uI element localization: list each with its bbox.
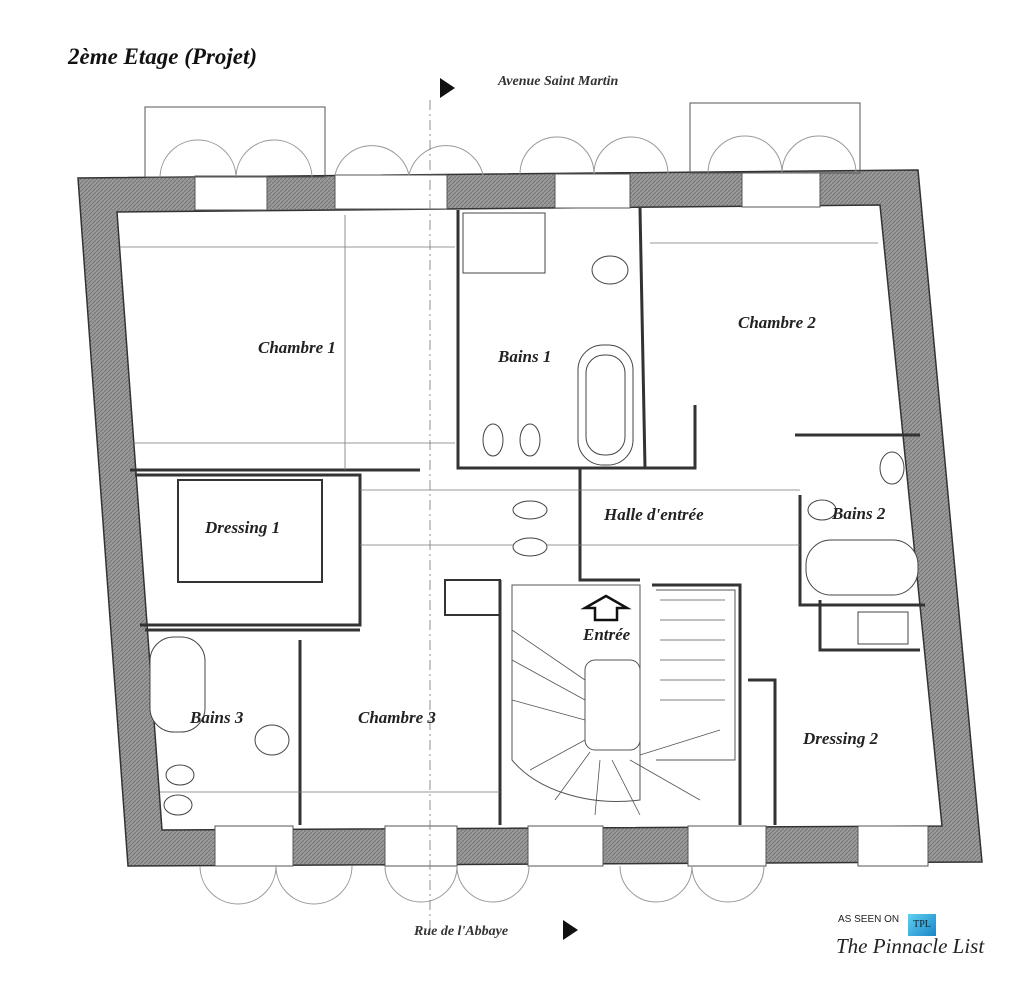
room-label-bains-1: Bains 1 <box>498 347 552 366</box>
as-seen-on-text: AS SEEN ON <box>838 914 900 925</box>
staircase <box>511 584 736 816</box>
dimension-lines <box>120 100 878 930</box>
street-label-bottom: Rue de l'Abbaye <box>414 924 509 939</box>
windows-top <box>194 172 821 211</box>
tpl-logo: TPL <box>908 914 936 936</box>
room-label-chambre-1: Chambre 1 <box>258 338 336 357</box>
windows-bottom <box>214 825 929 867</box>
fixtures <box>149 212 919 816</box>
plan-title: 2ème Etage (Projet) <box>68 44 258 69</box>
room-label-halle-entree: Halle d'entrée <box>604 505 704 524</box>
room-label-bains-2: Bains 2 <box>832 504 886 523</box>
room-label-dressing-2: Dressing 2 <box>803 729 879 748</box>
room-label-entree: Entrée <box>583 625 631 644</box>
direction-arrow-bottom-icon <box>563 920 578 940</box>
window-arcs <box>159 135 857 905</box>
room-label-dressing-1: Dressing 1 <box>205 518 281 537</box>
street-label-top: Avenue Saint Martin <box>498 74 619 89</box>
interior-walls <box>130 207 925 825</box>
room-label-chambre-2: Chambre 2 <box>738 313 816 332</box>
balconies <box>144 102 861 178</box>
direction-arrow-top-icon <box>440 78 455 98</box>
entrance-arrow-icon <box>580 594 632 622</box>
brand-name: The Pinnacle List <box>836 934 985 958</box>
room-label-bains-3: Bains 3 <box>190 708 244 727</box>
room-label-chambre-3: Chambre 3 <box>358 708 436 727</box>
